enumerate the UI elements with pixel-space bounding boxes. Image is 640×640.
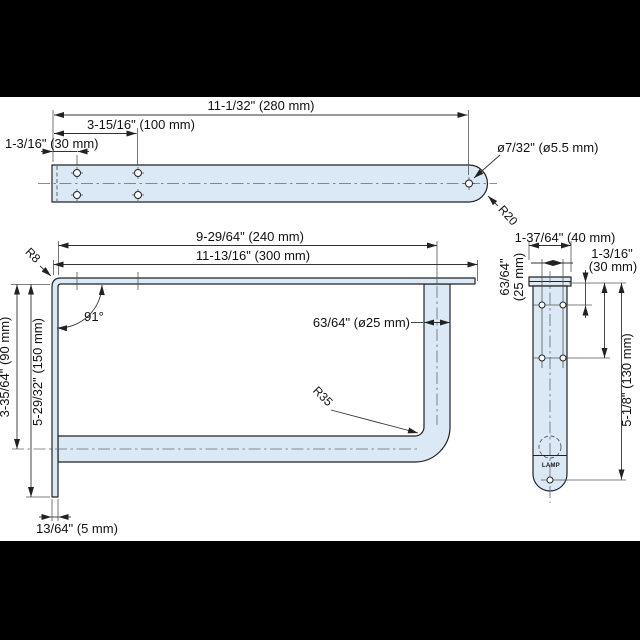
dim-height-overall: 5-29/32" (150 mm): [30, 318, 45, 426]
dim-hole-span-mm: (25 mm): [511, 253, 526, 301]
top-view: 11-1/32" (280 mm) 3-15/16" (100 mm) 1-3/…: [5, 98, 598, 228]
side-view: LAMP 1-37/64" (40 mm) 63/64" (25 mm) 1-3…: [497, 230, 637, 503]
top-view-mounting-holes: [71, 167, 475, 201]
dim-height-to-bottom-hole: 5-1/8" (130 mm): [619, 333, 634, 426]
dim-angle: 91°: [84, 309, 104, 324]
dim-end-radius: R20: [495, 202, 520, 228]
dim-depth-overall: 11-13/16" (300 mm): [196, 248, 310, 263]
dim-plate-thickness: 13/64" (5 mm): [36, 521, 118, 536]
brand-logo: LAMP: [542, 463, 560, 469]
dim-bend-radius: R35: [310, 383, 336, 409]
dim-height-to-tube-center: 3-35/64" (90 mm): [0, 317, 12, 418]
leader-bend-radius: [330, 409, 419, 434]
leader-corner-radius: [39, 265, 52, 277]
dim-hole-diameter: ø7/32" (ø5.5 mm): [497, 140, 598, 155]
dim-tube-diameter: 63/64" (ø25 mm): [313, 315, 410, 330]
dim-arc-angle: [56, 284, 105, 332]
dim-depth-to-tube-center: 9-29/64" (240 mm): [196, 229, 304, 244]
letterbox-bottom: [0, 541, 640, 640]
front-view: 9-29/64" (240 mm) 11-13/16" (300 mm) 3-3…: [0, 229, 478, 536]
top-view-extension-lines: [52, 110, 469, 175]
leader-end-radius: [487, 195, 499, 207]
bottom-hole: [546, 476, 554, 484]
front-view-tube: [57, 283, 451, 463]
dim-hole-span-inches: 63/64": [497, 258, 512, 296]
dim-hole-spacing: 3-15/16" (100 mm): [87, 117, 195, 132]
dim-top-hole-offset-line2: (30 mm): [589, 259, 637, 274]
dim-corner-radius: R8: [22, 245, 43, 266]
tube-cross-section-hidden: [538, 435, 562, 459]
side-view-mounting-holes: [538, 301, 567, 362]
dim-top-hole-offset-line1: 1-3/16": [591, 246, 633, 261]
side-view-extension-lines: [528, 241, 626, 481]
letterbox-top: [0, 0, 640, 97]
front-view-plate-and-leg: [51, 277, 476, 498]
dim-width-overall: 1-37/64" (40 mm): [515, 230, 616, 245]
dim-overall-length: 11-1/32" (280 mm): [208, 98, 315, 113]
leader-hole-diameter: [473, 154, 501, 179]
end-hole: [465, 179, 473, 188]
dim-hole-offset: 1-3/16" (30 mm): [5, 136, 98, 151]
